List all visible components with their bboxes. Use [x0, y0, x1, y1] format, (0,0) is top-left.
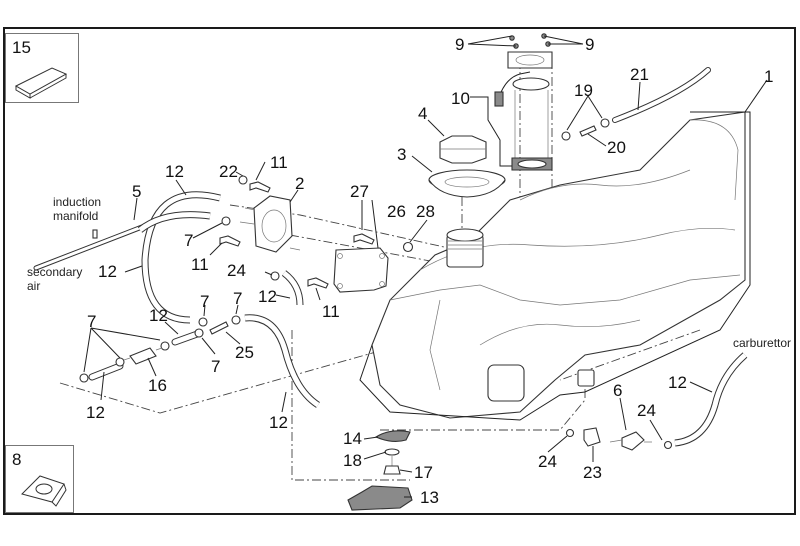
flange-plate[interactable] — [239, 195, 301, 253]
filler-cup[interactable] — [428, 169, 506, 198]
callout-27[interactable]: 27 — [350, 182, 369, 201]
bolt-11a[interactable] — [249, 181, 271, 193]
callout-20[interactable]: 20 — [607, 138, 626, 157]
callout-1[interactable]: 1 — [764, 67, 773, 86]
callout-7b[interactable]: 7 — [200, 292, 209, 311]
callout-12b[interactable]: 12 — [98, 262, 117, 281]
callout-6[interactable]: 6 — [613, 381, 622, 400]
pump-housing-13[interactable] — [347, 485, 413, 511]
callout-12g[interactable]: 12 — [668, 373, 687, 392]
fuel-level-sender[interactable] — [494, 51, 553, 171]
clamps[interactable] — [79, 175, 673, 450]
leader-lines — [83, 35, 768, 498]
callout-9a[interactable]: 9 — [455, 35, 464, 54]
callout-11a[interactable]: 11 — [270, 153, 288, 172]
check-valve-16[interactable] — [123, 347, 163, 365]
nut-19b[interactable] — [600, 118, 610, 128]
inset-15-number: 15 — [12, 38, 31, 57]
bracket-26[interactable] — [333, 247, 389, 293]
callout-19[interactable]: 19 — [574, 81, 593, 100]
callout-17[interactable]: 17 — [414, 463, 433, 482]
callout-12d[interactable]: 12 — [149, 306, 168, 325]
breather-hose-21[interactable] — [612, 67, 711, 123]
callout-21[interactable]: 21 — [630, 65, 649, 84]
induction-manifold-label-1: induction — [53, 195, 101, 209]
callout-9b[interactable]: 9 — [585, 35, 594, 54]
clip-nut-icon — [21, 475, 67, 507]
pad-icon — [14, 67, 68, 99]
nut-19a[interactable] — [561, 131, 571, 141]
bolt-11b[interactable] — [219, 235, 241, 247]
callout-2[interactable]: 2 — [295, 174, 304, 193]
callout-26[interactable]: 26 — [387, 202, 406, 221]
t-connector-25[interactable] — [209, 321, 229, 335]
tank-outline — [359, 111, 751, 421]
o-ring-18[interactable] — [384, 448, 400, 456]
bolt-11c[interactable] — [307, 277, 329, 289]
callouts: 1 2 3 4 5 6 7 7 7 7 7 9 9 10 11 11 11 12… — [86, 35, 773, 507]
screw-27[interactable] — [353, 233, 375, 245]
callout-13[interactable]: 13 — [420, 488, 439, 507]
callout-16[interactable]: 16 — [148, 376, 167, 395]
fitting-20[interactable] — [579, 125, 597, 137]
callout-12f[interactable]: 12 — [269, 413, 288, 432]
callout-12a[interactable]: 12 — [165, 162, 184, 181]
callout-18[interactable]: 18 — [343, 451, 362, 470]
callout-11c[interactable]: 11 — [322, 302, 340, 321]
callout-24a[interactable]: 24 — [227, 261, 246, 280]
rubber-cap-23[interactable] — [583, 427, 601, 447]
inset-8-number: 8 — [12, 450, 22, 469]
callout-23[interactable]: 23 — [583, 463, 602, 482]
callout-11b[interactable]: 11 — [191, 255, 209, 274]
secondary-air-label-2: air — [27, 279, 40, 293]
callout-7c[interactable]: 7 — [233, 289, 242, 308]
callout-7a[interactable]: 7 — [184, 231, 193, 250]
callout-4[interactable]: 4 — [418, 104, 427, 123]
fuel-tank[interactable] — [371, 111, 746, 419]
secondary-air-label-1: secondary — [27, 265, 82, 279]
nut-28[interactable] — [402, 241, 414, 253]
hose-long-down[interactable] — [244, 314, 321, 408]
callout-22[interactable]: 22 — [219, 162, 238, 181]
callout-5[interactable]: 5 — [132, 182, 141, 201]
callout-14[interactable]: 14 — [343, 429, 362, 448]
inset-8[interactable]: 8 — [5, 445, 74, 513]
fuel-cap[interactable] — [439, 135, 487, 164]
hose-carburettor[interactable] — [674, 352, 748, 447]
callout-12c[interactable]: 12 — [258, 287, 277, 306]
callout-25[interactable]: 25 — [235, 343, 254, 362]
inset-15[interactable]: 15 — [5, 33, 79, 103]
callout-12e[interactable]: 12 — [86, 403, 105, 422]
hose-short-24[interactable] — [281, 270, 304, 306]
induction-manifold-label-2: manifold — [53, 209, 98, 223]
callout-24c[interactable]: 24 — [637, 401, 656, 420]
callout-7e[interactable]: 7 — [211, 357, 220, 376]
callout-10[interactable]: 10 — [451, 89, 470, 108]
callout-3[interactable]: 3 — [397, 145, 406, 164]
carburettor-label: carburettor — [733, 336, 791, 350]
hose-loop[interactable] — [137, 191, 221, 324]
callout-24b[interactable]: 24 — [538, 452, 557, 471]
callout-28[interactable]: 28 — [416, 202, 435, 221]
callout-7d[interactable]: 7 — [87, 312, 96, 331]
fuel-filter-6[interactable] — [609, 431, 652, 451]
pump-cover-14[interactable] — [374, 430, 411, 443]
fuel-pump-17[interactable] — [383, 456, 401, 475]
